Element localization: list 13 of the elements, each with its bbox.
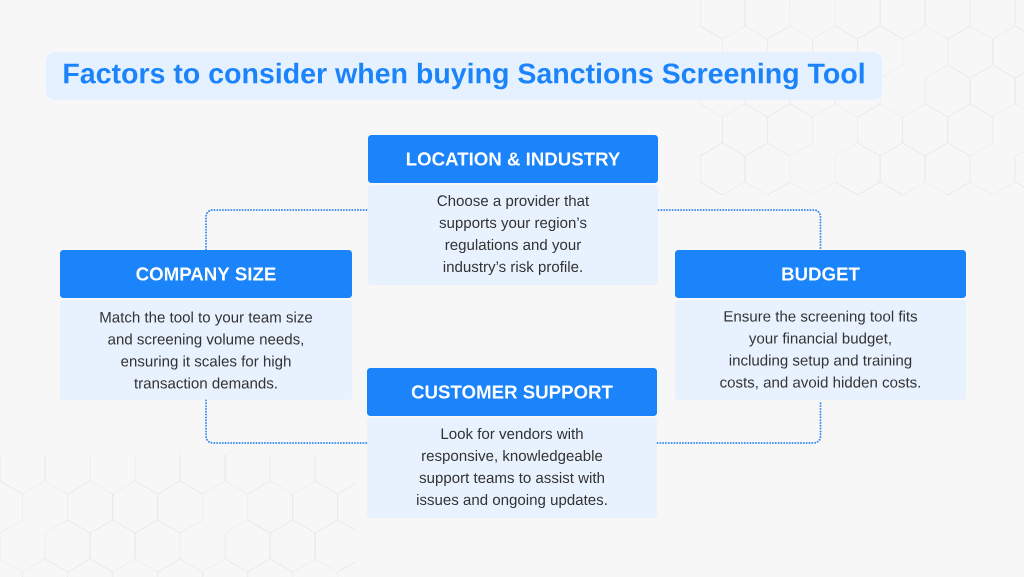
card-header: LOCATION & INDUSTRY <box>368 135 658 183</box>
card-body: Choose a provider that supports your region’s regulations and your industry’s risk profile. <box>368 185 658 285</box>
card-body: Look for vendors with responsive, knowledgeable support teams to assist with issues and ongoing updates. <box>367 418 657 518</box>
dotted-connector <box>656 399 822 444</box>
dotted-connector <box>205 209 369 251</box>
card-header: BUDGET <box>675 250 966 298</box>
card-body: Match the tool to your team size and screening volume needs, ensuring it scales for high transaction demands. <box>60 300 352 400</box>
title-banner: Factors to consider when buying Sanctions Screening Tool <box>46 52 882 100</box>
card-body: Ensure the screening tool fits your financial budget, including setup and training costs, and avoid hidden costs. <box>675 300 966 400</box>
card-header: CUSTOMER SUPPORT <box>367 368 657 416</box>
dotted-connector <box>205 399 368 444</box>
dotted-connector <box>657 209 822 251</box>
card-header: COMPANY SIZE <box>60 250 352 298</box>
